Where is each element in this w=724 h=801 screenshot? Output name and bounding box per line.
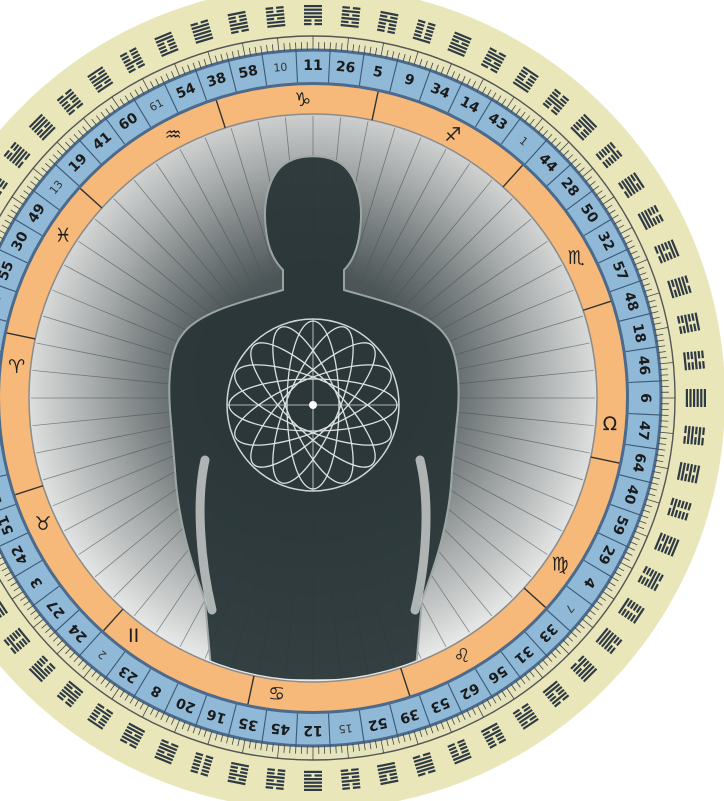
tick (660, 421, 668, 422)
virgo-icon: ♍ (552, 554, 569, 576)
taurus-icon: ♉ (34, 513, 51, 535)
capricorn-icon: ♑ (294, 89, 311, 111)
sagittarius-icon: ♐ (444, 124, 461, 146)
cancer-icon: ♋ (268, 683, 285, 705)
gemini-icon: II (128, 625, 139, 647)
tick (660, 375, 668, 376)
aquarius-icon: ♒ (165, 124, 182, 146)
gate-label: 10 (273, 60, 288, 74)
gate-label: 47 (634, 420, 652, 441)
gate-label: 45 (270, 719, 291, 737)
libra-icon: Ω (603, 413, 618, 435)
tick (290, 745, 291, 753)
leo-icon: ♌ (453, 645, 470, 667)
scorpio-icon: ♏ (568, 247, 585, 269)
tick (336, 745, 337, 753)
tick (336, 43, 337, 51)
gate-label: 11 (303, 58, 322, 74)
flower-of-life-rosette-icon (225, 317, 400, 492)
aries-icon: ♈ (8, 356, 25, 378)
gate-label: 12 (303, 722, 322, 738)
gate-label: 46 (634, 355, 652, 376)
gate-label: 26 (335, 59, 356, 77)
tick (290, 43, 291, 51)
pisces-icon: ♓ (55, 225, 72, 247)
gate-label: 15 (338, 721, 353, 735)
gate-label: 6 (637, 393, 653, 403)
